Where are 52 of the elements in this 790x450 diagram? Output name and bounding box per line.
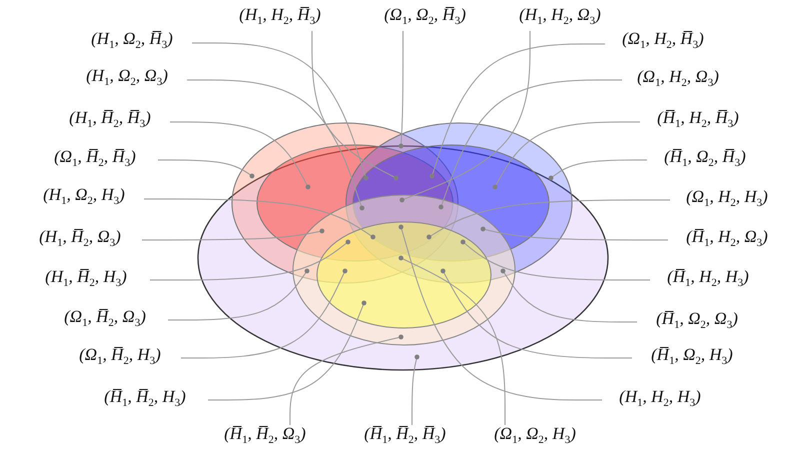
region-label: (H̅$_{1}$, H$_{2}$, Ω$_{3}$)	[686, 226, 768, 254]
region-label: (Ω$_{1}$, Ω$_{2}$, H$_{3}$)	[494, 424, 576, 450]
region-label: (H$_{1}$, H$_{2}$, Ω$_{3}$)	[519, 4, 601, 32]
leader-line	[480, 226, 668, 240]
leader-line	[142, 228, 324, 240]
region-label: (H̅$_{1}$, Ω$_{2}$, Ω$_{3}$)	[656, 308, 738, 336]
region-label: (H$_{1}$, H̅$_{2}$, H$_{3}$)	[45, 266, 127, 294]
region-label: (Ω$_{1}$, H̅$_{2}$, H$_{3}$)	[79, 344, 161, 372]
leader-line	[430, 44, 606, 178]
region-label: (H̅$_{1}$, H̅$_{2}$, H̅$_{3}$)	[364, 424, 446, 450]
leader-line	[208, 300, 366, 400]
leader-line	[170, 122, 310, 190]
leader-line	[500, 268, 638, 322]
region-label: (H̅$_{1}$, H̅$_{2}$, Ω$_{3}$)	[224, 424, 306, 450]
leader-line	[412, 354, 420, 426]
leader-line	[144, 198, 376, 240]
region-label: (H$_{1}$, H̅$_{2}$, Ω$_{3}$)	[39, 226, 121, 254]
region-label: (H$_{1}$, H$_{2}$, H$_{3}$)	[619, 386, 701, 414]
region-label: (H̅$_{1}$, Ω$_{2}$, H$_{3}$)	[651, 344, 733, 372]
leader-line	[158, 160, 254, 178]
leader-line	[440, 268, 632, 358]
region-label: (Ω$_{1}$, H$_{2}$, H̅$_{3}$)	[622, 28, 704, 56]
leader-line	[548, 160, 648, 180]
region-label: (H$_{1}$, Ω$_{2}$, H̅$_{3}$)	[91, 28, 173, 56]
leader-line	[312, 30, 398, 180]
region-label: (H̅$_{1}$, H̅$_{2}$, H$_{3}$)	[104, 386, 186, 414]
leader-line	[168, 268, 310, 320]
leader-line	[398, 30, 404, 148]
leader-line	[426, 200, 670, 240]
leader-line	[180, 268, 348, 358]
region-label: (H̅$_{1}$, Ω$_{2}$, H̅$_{3}$)	[664, 146, 746, 174]
region-label: (Ω$_{1}$, H̅$_{2}$, Ω$_{3}$)	[64, 306, 146, 334]
leader-line	[492, 122, 640, 190]
leader-line	[460, 240, 650, 280]
leader-line	[400, 30, 530, 202]
region-label: (Ω$_{1}$, Ω$_{2}$, H̅$_{3}$)	[384, 4, 466, 32]
leader-line	[186, 80, 364, 210]
region-label: (H$_{1}$, Ω$_{2}$, H$_{3}$)	[43, 184, 125, 212]
region-label: (Ω$_{1}$, H̅$_{2}$, H̅$_{3}$)	[54, 146, 136, 174]
leader-line	[150, 240, 350, 280]
region-label: (H̅$_{1}$, H$_{2}$, H$_{3}$)	[667, 266, 749, 294]
region-label: (H̅$_{1}$, H$_{2}$, H̅$_{3}$)	[657, 108, 739, 134]
region-label: (H$_{1}$, Ω$_{2}$, Ω$_{3}$)	[86, 66, 168, 92]
leader-line	[438, 80, 622, 210]
leader-line	[192, 42, 368, 180]
region-label: (Ω$_{1}$, H$_{2}$, H$_{3}$)	[686, 186, 768, 214]
region-label: (Ω$_{1}$, H$_{2}$, Ω$_{3}$)	[637, 66, 719, 94]
leader-line	[290, 334, 404, 426]
leader-line	[398, 224, 602, 400]
region-label: (H$_{1}$, H̅$_{2}$, H̅$_{3}$)	[69, 108, 151, 134]
leader-line	[398, 256, 506, 426]
region-label: (H$_{1}$, H$_{2}$, H̅$_{3}$)	[239, 4, 321, 32]
